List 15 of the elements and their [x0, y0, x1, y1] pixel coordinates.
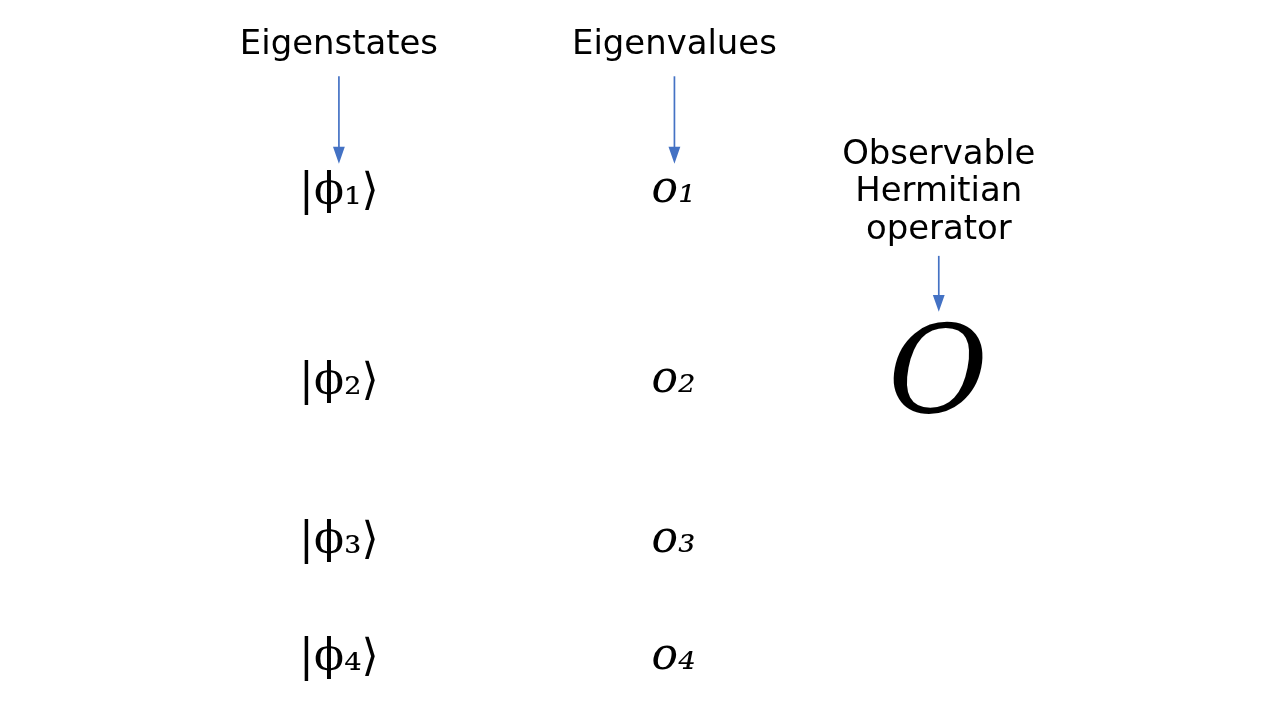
arrow	[932, 255, 945, 312]
node-text: |ϕ₁⟩	[299, 162, 379, 214]
label: o₂	[651, 351, 696, 403]
node-text: Eigenvalues	[572, 22, 777, 62]
arrow	[333, 75, 345, 164]
node-text: Observable Hermitian operator	[842, 133, 1036, 247]
label: o₄	[651, 627, 696, 679]
node-text: Eigenstates	[239, 22, 438, 62]
node-text: O	[887, 299, 988, 442]
label: |ϕ₄⟩	[299, 629, 379, 681]
label: o₃	[651, 510, 696, 562]
arrow	[668, 75, 681, 164]
label: |ϕ₃⟩	[299, 512, 379, 564]
node-text: o₁	[651, 160, 696, 212]
label: |ϕ₂⟩	[299, 353, 379, 405]
